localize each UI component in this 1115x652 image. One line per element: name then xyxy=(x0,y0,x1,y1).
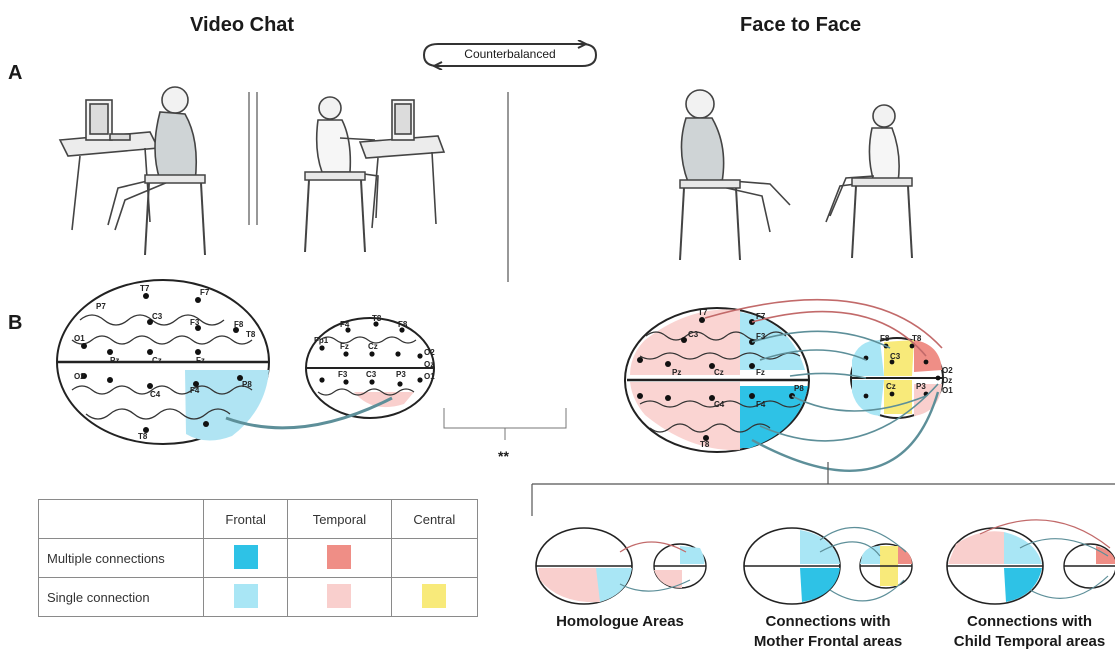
electrode-label: Pz xyxy=(672,368,682,377)
homologue-thumbnail xyxy=(535,527,707,605)
central-single-swatch xyxy=(422,583,447,608)
legend-column-header: Frontal xyxy=(202,499,289,539)
adult-brain-face-to-face xyxy=(624,307,810,453)
face-to-face-scene xyxy=(679,89,913,261)
legend-row-label: Single connection xyxy=(38,577,204,617)
electrode-label: Fz xyxy=(756,368,765,377)
electrode-label: O2 xyxy=(942,366,953,375)
electrode-label: P3 xyxy=(916,382,926,391)
caption-line: Homologue Areas xyxy=(556,613,684,630)
temporal-single-swatch xyxy=(327,583,352,608)
legend-cell xyxy=(287,538,392,578)
electrode-label: Fz xyxy=(340,342,349,351)
legend-column-header: Central xyxy=(390,499,479,539)
electrode-label: Fp1 xyxy=(314,336,329,345)
circular-arrows-icon xyxy=(422,40,598,70)
significance-marker: ** xyxy=(498,448,509,464)
panel-a-label: A xyxy=(8,62,23,84)
electrode-label: F7 xyxy=(756,312,766,321)
adult-brain-video-chat xyxy=(56,279,270,445)
electrode-label: F3 xyxy=(338,370,348,379)
electrode-label: C3 xyxy=(366,370,377,379)
electrode-label: O1 xyxy=(74,334,85,343)
electrode-label: T7 xyxy=(698,308,708,317)
caption-line: Connections with xyxy=(765,613,891,630)
caption-line: Child Temporal areas xyxy=(953,633,1106,650)
counterbalanced-label: Counterbalanced xyxy=(464,47,556,61)
legend-cell xyxy=(202,538,289,578)
legend-row-multiple: Multiple connections xyxy=(38,538,479,578)
face-to-face-heading: Face to Face xyxy=(740,14,862,36)
legend-row-single: Single connection xyxy=(38,577,479,617)
electrode-label: Oz xyxy=(942,376,953,385)
electrode-label: F8 xyxy=(880,334,890,343)
electrode-label: F4 xyxy=(756,400,766,409)
child-computer-scene xyxy=(304,96,446,253)
electrode-label: Cz xyxy=(368,342,378,351)
legend-cell xyxy=(390,538,479,578)
electrode-label: Cz xyxy=(886,382,896,391)
electrode-label: F4 xyxy=(340,320,350,329)
electrode-label: F8 xyxy=(398,320,408,329)
electrode-label: F8 xyxy=(234,320,244,329)
legend-header-row: Frontal Temporal Central xyxy=(38,499,479,539)
electrode-label: P8 xyxy=(794,384,804,393)
legend-empty-cell xyxy=(38,499,204,539)
electrode-label: T8 xyxy=(246,330,256,339)
electrode-label: T8 xyxy=(700,440,710,449)
frontal-multiple-swatch xyxy=(233,544,258,569)
electrode-label: F3 xyxy=(756,332,766,341)
electrode-label: Fz xyxy=(196,356,205,365)
electrode-label: C3 xyxy=(152,312,163,321)
panel-b-label: B xyxy=(8,312,23,334)
homologue-caption: Homologue Areas xyxy=(540,612,700,632)
electrode-label: Oz xyxy=(424,360,435,369)
legend-cell xyxy=(287,577,392,617)
electrode-label: P8 xyxy=(242,380,252,389)
legend-table: Frontal Temporal Central Multiple connec… xyxy=(38,499,479,617)
frontal-single-swatch xyxy=(233,583,258,608)
legend-cell xyxy=(202,577,289,617)
electrode-label: T8 xyxy=(138,432,148,441)
connection-line xyxy=(225,396,393,430)
video-chat-heading: Video Chat xyxy=(190,14,295,36)
caption-line: Connections with xyxy=(967,613,1092,630)
electrode-label: C4 xyxy=(714,400,725,409)
electrode-label: T7 xyxy=(140,284,150,293)
electrode-label: F4 xyxy=(190,386,200,395)
electrode-label: P7 xyxy=(96,302,106,311)
electrode-label: Pz xyxy=(110,356,120,365)
electrode-label: C4 xyxy=(150,390,161,399)
electrode-label: Cz xyxy=(714,368,724,377)
caption-line: Mother Frontal areas xyxy=(753,633,903,650)
temporal-multiple-swatch xyxy=(327,544,352,569)
electrode-label: C3 xyxy=(688,330,699,339)
mother-frontal-caption: Connections with Mother Frontal areas xyxy=(738,612,918,652)
electrode-label: O2 xyxy=(424,348,435,357)
electrode-label: O1 xyxy=(424,372,435,381)
mother-frontal-thumbnail xyxy=(743,527,913,605)
legend-cell xyxy=(390,577,479,617)
mother-computer-scene xyxy=(58,86,206,256)
legend-row-label: Multiple connections xyxy=(38,538,204,578)
child-brain-face-to-face xyxy=(850,337,944,419)
legend-column-header: Temporal xyxy=(287,499,392,539)
electrode-label: F7 xyxy=(200,288,210,297)
electrode-label: C3 xyxy=(890,352,901,361)
electrode-label: P3 xyxy=(396,370,406,379)
electrode-label: T8 xyxy=(372,314,382,323)
child-brain-video-chat xyxy=(305,317,435,419)
electrode-label: O1 xyxy=(942,386,953,395)
counterbalanced-indicator: Counterbalanced xyxy=(420,40,600,70)
child-temporal-thumbnail xyxy=(946,519,1115,605)
electrode-label: F3 xyxy=(190,318,200,327)
electrode-label: Cz xyxy=(152,356,162,365)
electrode-label: O2 xyxy=(74,372,85,381)
child-temporal-caption: Connections with Child Temporal areas xyxy=(944,612,1115,652)
electrode-label: T8 xyxy=(912,334,922,343)
